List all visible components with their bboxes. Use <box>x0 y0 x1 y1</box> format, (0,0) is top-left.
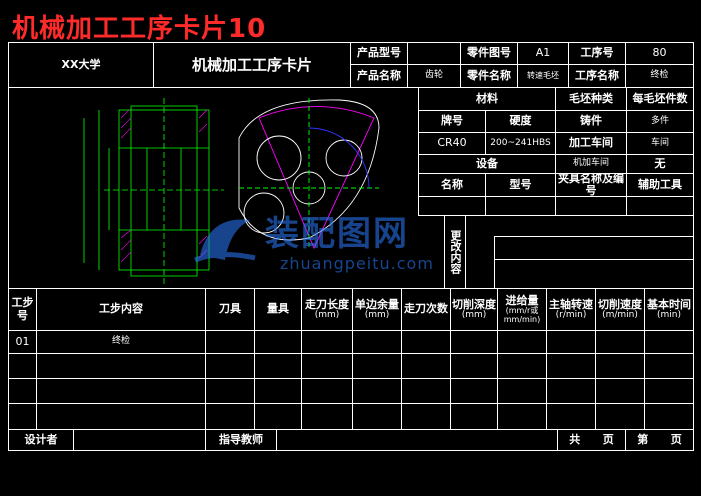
speed-label: 切削速度 <box>598 297 642 311</box>
change-row-2 <box>494 236 694 260</box>
blank-type-label: 毛坯种类 <box>555 87 627 111</box>
time-header: 基本时间 (min) <box>644 288 694 331</box>
grade-value: CR40 <box>418 132 486 155</box>
speed-header: 切削速度 (m/min) <box>595 288 645 331</box>
step-row-1-content: 终检 <box>36 330 206 354</box>
feed-length-label: 走刀长度 <box>305 297 349 311</box>
aux-tool-label: 辅助工具 <box>626 173 694 197</box>
watermark: 装配图网 zhuangpeitu.com <box>190 200 490 290</box>
feed-length-unit: (mm) <box>314 309 340 320</box>
speed-unit: (m/min) <box>602 309 638 320</box>
part-name-value: 转速毛坯 <box>517 64 569 88</box>
step-row-1-rest <box>205 330 694 354</box>
change-row-3 <box>494 259 694 289</box>
allowance-unit: (mm) <box>364 309 390 320</box>
feed-header: 进给量 (mm/r或mm/min) <box>497 288 547 331</box>
passes-header: 走刀次数 <box>401 288 451 331</box>
card-title: 机械加工工序卡片10 <box>12 14 267 44</box>
equipment-model-label: 型号 <box>485 173 556 197</box>
designer-label: 设计者 <box>8 429 74 451</box>
spindle-label: 主轴转速 <box>549 297 593 311</box>
product-model-value <box>407 42 461 65</box>
step-no-header: 工步号 <box>8 288 37 331</box>
equipment-label: 设备 <box>418 154 556 174</box>
process-name-value: 终检 <box>625 64 694 88</box>
feed-unit: (mm/r或mm/min) <box>503 305 541 324</box>
total-pages: 共 页 <box>557 429 626 451</box>
hardness-value: 200~241HBS <box>485 132 556 155</box>
process-name-label: 工序名称 <box>568 64 626 88</box>
blank-type-value: 铸件 <box>555 110 627 133</box>
product-name-value: 齿轮 <box>407 64 461 88</box>
gauge-header: 量具 <box>254 288 302 331</box>
aux-tool-value <box>626 196 694 216</box>
feed-length-header: 走刀长度 (mm) <box>301 288 353 331</box>
grade-label: 牌号 <box>418 110 486 133</box>
advisor-value <box>276 429 558 451</box>
part-no-label: 零件图号 <box>460 42 518 65</box>
sheet-page-label: 页 <box>670 432 682 446</box>
allowance-header: 单边余量 (mm) <box>352 288 402 331</box>
fixture-label: 夹具名称及编号 <box>555 173 627 197</box>
sheet-label: 第 <box>637 432 649 446</box>
advisor-label: 指导教师 <box>205 429 277 451</box>
depth-header: 切削深度 (mm) <box>450 288 498 331</box>
process-no-value: 80 <box>625 42 694 65</box>
hardness-label: 硬度 <box>485 110 556 133</box>
gear-section-view <box>83 98 224 284</box>
time-unit: (min) <box>657 309 681 320</box>
equipment-model-value <box>485 196 556 216</box>
time-label: 基本时间 <box>647 297 691 311</box>
workshop-label: 加工车间 <box>555 132 627 155</box>
step-row-4 <box>8 403 694 430</box>
step-row-3 <box>8 378 694 404</box>
designer-value <box>73 429 206 451</box>
step-content-header: 工步内容 <box>36 288 206 331</box>
part-name-label: 零件名称 <box>460 64 518 88</box>
card-subtitle: 机械加工工序卡片 <box>153 42 351 88</box>
depth-unit: (mm) <box>461 309 487 320</box>
total-label: 共 <box>569 432 581 446</box>
workshop-value: 车间 <box>626 132 694 155</box>
allowance-label: 单边余量 <box>355 297 399 311</box>
product-name-label: 产品名称 <box>350 64 408 88</box>
part-no-value: A1 <box>517 42 569 65</box>
total-page-label: 页 <box>602 432 614 446</box>
watermark-brand: 装配图网 <box>265 214 409 254</box>
gear-front-view <box>238 98 380 250</box>
sheet-number: 第 页 <box>625 429 694 451</box>
equipment-workshop-value: 无 <box>626 154 694 174</box>
watermark-logo-icon <box>194 219 256 263</box>
spindle-header: 主轴转速 (r/min) <box>546 288 596 331</box>
material-label: 材料 <box>418 87 556 111</box>
step-row-1-no: 01 <box>8 330 37 354</box>
watermark-url: zhuangpeitu.com <box>280 254 434 273</box>
equipment-workshop-label: 机加车间 <box>555 154 627 174</box>
depth-label: 切削深度 <box>452 297 496 311</box>
equipment-name-label: 名称 <box>418 173 486 197</box>
product-model-label: 产品型号 <box>350 42 408 65</box>
school-name: XX大学 <box>8 42 154 88</box>
fixture-value <box>555 196 627 216</box>
process-no-label: 工序号 <box>568 42 626 65</box>
parts-per-blank-label: 每毛坯件数 <box>626 87 694 111</box>
parts-value: 多件 <box>626 110 694 133</box>
step-row-2 <box>8 353 694 379</box>
spindle-unit: (r/min) <box>555 309 587 320</box>
feed-label: 进给量 <box>505 293 539 307</box>
tool-header: 刀具 <box>205 288 255 331</box>
